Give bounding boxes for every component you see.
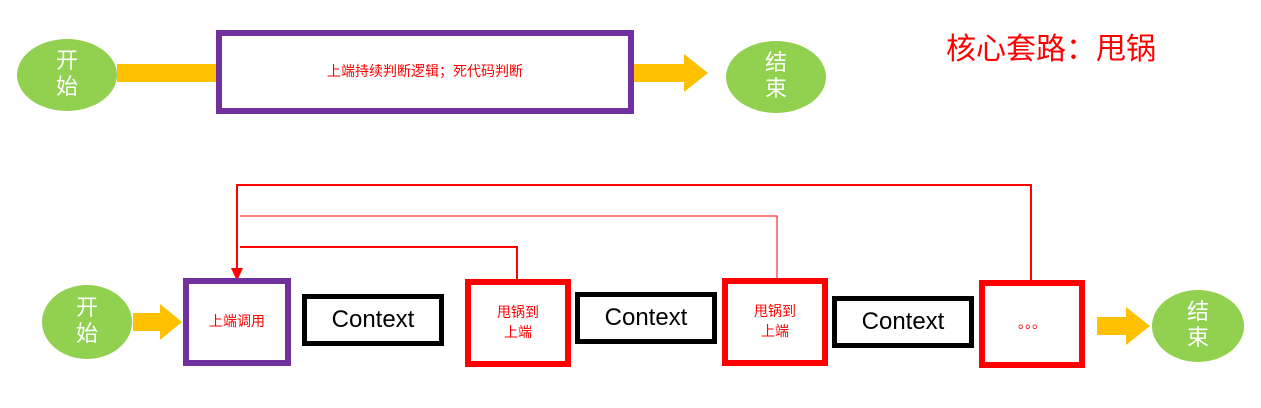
flow-arrow-ellipsis-to-end	[1097, 307, 1150, 345]
flow-arrow-start-to-process	[117, 64, 219, 82]
top-start-node: 开 始	[17, 39, 117, 111]
flow-arrow-start-to-call	[133, 304, 182, 340]
pass-back-box-2: 甩锅到 上端	[722, 278, 828, 366]
pass-back-box-1: 甩锅到 上端	[465, 279, 571, 367]
ellipsis-box: 。。。	[979, 280, 1085, 368]
feedback-line-ellipsis	[236, 184, 1032, 282]
feedback-arrowhead	[231, 268, 243, 281]
flow-arrow-process-to-end	[633, 54, 708, 92]
context-box-2: Context	[575, 292, 717, 344]
top-end-node: 结 束	[726, 41, 826, 113]
context-box-1: Context	[302, 294, 444, 346]
context-box-3: Context	[832, 296, 974, 348]
top-process-box: 上端持续判断逻辑；死代码判断	[216, 30, 634, 114]
bottom-start-node: 开 始	[42, 285, 132, 359]
page-title: 核心套路：甩锅	[946, 33, 1156, 66]
upstream-call-box: 上端调用	[183, 278, 291, 366]
feedback-line-pass-back-1	[240, 246, 518, 281]
feedback-line-pass-back-2	[240, 215, 778, 280]
bottom-end-node: 结 束	[1152, 290, 1244, 362]
